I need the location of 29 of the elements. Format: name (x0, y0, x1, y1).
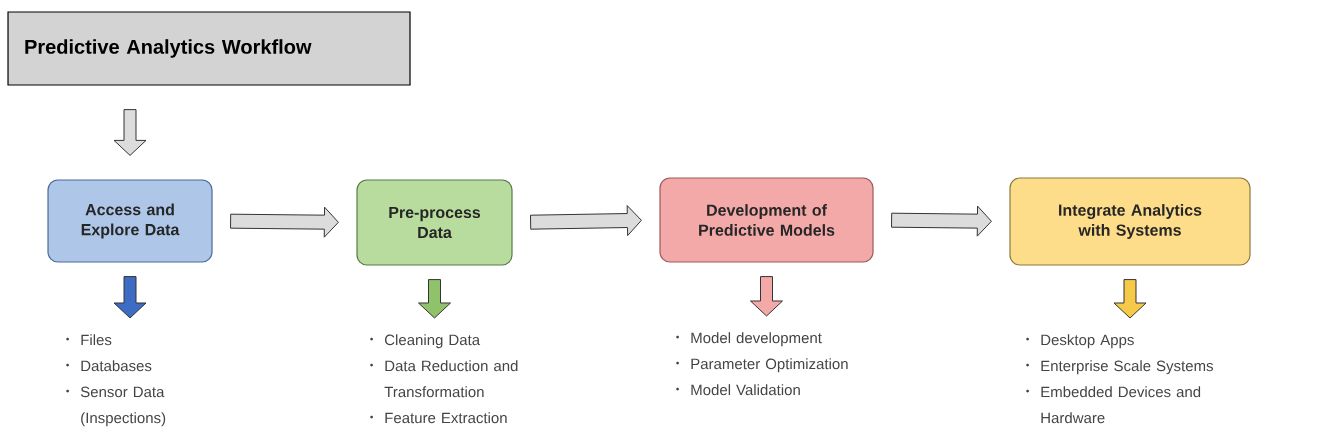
node-label: Embedded Devices and Hardware (1041, 386, 1201, 424)
node-label: Model development (691, 332, 822, 347)
bullet-list: Cleaning Data Data Reduction and Transformation Feature Extraction (370, 334, 518, 424)
node-label: Desktop Apps (1041, 334, 1134, 349)
bullet-list: Model development Parameter Optimization Model Validation (676, 332, 848, 396)
bullet-list: Desktop Apps Enterprise Scale Systems Embedded Devices and Hardware (1026, 334, 1213, 424)
process-box: Development of Predictive Models (659, 177, 874, 263)
bullet-list: Files Databases Sensor Data (Inspections) (66, 334, 166, 427)
node-label: Data Reduction and Transformation (384, 360, 518, 398)
node-label: Files (81, 334, 112, 346)
block-arrow (230, 206, 339, 238)
block-arrow (1113, 279, 1147, 319)
node-label: Parameter Optimization (691, 358, 848, 373)
block-arrow (418, 279, 451, 319)
block-arrow (750, 276, 783, 317)
process-box: Integrate Analytics with Systems (1009, 177, 1251, 266)
block-arrow (530, 205, 642, 237)
process-box: Pre-process Data (356, 179, 513, 266)
node-label: Sensor Data (Inspections) (80, 386, 166, 427)
node-label: Model Validation (691, 384, 800, 396)
block-arrow (113, 276, 147, 319)
process-box: Access and Explore Data (47, 179, 213, 263)
node-label: Feature Extraction (385, 412, 507, 424)
node-label: Databases (81, 360, 152, 372)
node-label: Cleaning Data (384, 334, 481, 349)
title-box: Predictive Analytics Workflow (7, 11, 411, 86)
block-arrow (891, 205, 992, 237)
block-arrow (113, 109, 147, 156)
node-label: Enterprise Scale Systems (1041, 360, 1214, 375)
